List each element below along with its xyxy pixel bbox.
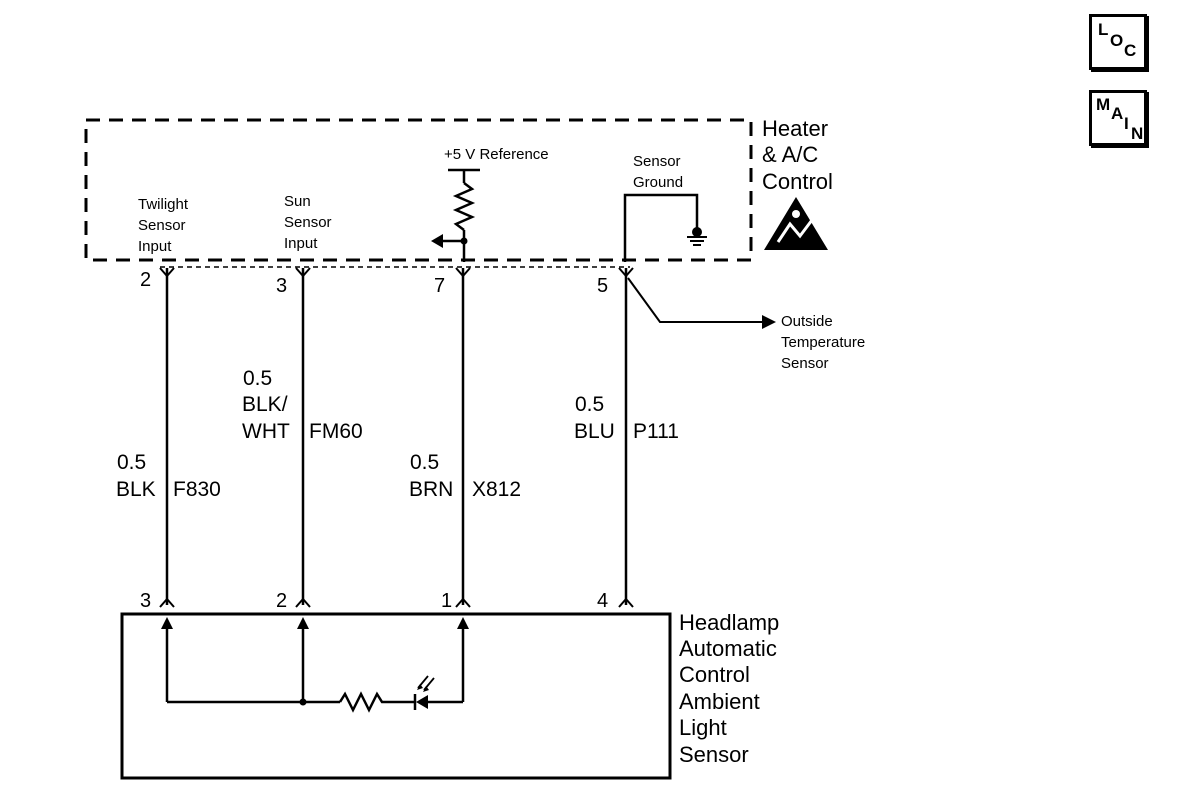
- sensor-ground-wire: [623, 193, 699, 262]
- twilight-sensor-input-line-2: Sensor: [138, 217, 186, 234]
- outside-temp-line-2: Temperature: [781, 334, 865, 351]
- sensor-title-line-5: Light: [679, 715, 727, 740]
- wire-size-f830: 0.5: [117, 451, 146, 474]
- wire-size-fm60: 0.5: [243, 367, 272, 390]
- sensor-ground-line-1: Sensor: [633, 153, 681, 170]
- sun-sensor-input-line-3: Input: [284, 235, 318, 252]
- main-letter-a: A: [1111, 104, 1124, 123]
- bottom-pin-p111: 4: [597, 590, 608, 612]
- sensor-title-line-1: Headlamp: [679, 610, 779, 635]
- top-pin-x812: 7: [434, 275, 445, 297]
- outside-temp-line-3: Sensor: [781, 355, 829, 372]
- hvac-control-module: Heater & A/C Control Twilight Sensor Inp…: [84, 116, 833, 268]
- wire-color-fm60-line-1: BLK/: [242, 393, 288, 416]
- circuit-number-p111: P111: [633, 420, 679, 443]
- wire-size-x812: 0.5: [410, 451, 439, 474]
- reference-junction-dot: [460, 237, 468, 245]
- sensor-ground-line-2: Ground: [633, 174, 683, 191]
- bottom-pin-x812: 1: [441, 590, 452, 612]
- sensor-junction-dot: [299, 698, 307, 706]
- bottom-connector-terminals: [159, 597, 634, 608]
- wire-color-p111: BLU: [574, 420, 615, 443]
- ambient-light-sensor-module: Headlamp Automatic Control Ambient Light…: [120, 610, 779, 780]
- wire-size-p111: 0.5: [575, 393, 604, 416]
- reference-resistor-icon: [440, 168, 480, 262]
- wire-color-x812: BRN: [409, 478, 453, 501]
- ground-symbol-icon: [687, 227, 707, 246]
- loc-letter-c: C: [1124, 41, 1137, 60]
- loc-letter-l: L: [1098, 20, 1109, 39]
- sensor-title-line-3: Control: [679, 662, 750, 687]
- sensor-input-arrows: [161, 617, 469, 629]
- hvac-title-line-2: & A/C: [762, 142, 818, 167]
- circuit-number-x812: X812: [472, 478, 521, 501]
- outside-temp-arrow-icon: [762, 315, 776, 329]
- sensor-module-border: [120, 612, 672, 780]
- top-pin-fm60: 3: [276, 275, 287, 297]
- sensor-title-line-4: Ambient: [679, 689, 760, 714]
- hvac-title-line-1: Heater: [762, 116, 828, 141]
- outside-temp-line-1: Outside: [781, 313, 833, 330]
- twilight-sensor-input-line-3: Input: [138, 238, 172, 255]
- harness-wires: [165, 268, 628, 605]
- circuit-number-fm60: FM60: [309, 420, 363, 443]
- sensor-title-line-6: Sensor: [679, 742, 749, 767]
- main-button[interactable]: M A I N: [1089, 90, 1147, 146]
- sensor-internal-wiring: [165, 628, 465, 704]
- sun-sensor-input-line-2: Sensor: [284, 214, 332, 231]
- main-letter-i: I: [1124, 114, 1129, 133]
- hvac-title-line-3: Control: [762, 169, 833, 194]
- reference-arrow-icon: [431, 234, 443, 248]
- twilight-sensor-input-line-1: Twilight: [138, 196, 189, 213]
- outside-temp-branch: [627, 277, 764, 323]
- top-connector-terminals: [159, 267, 634, 278]
- top-pin-f830: 2: [140, 269, 151, 291]
- bottom-pin-fm60: 2: [276, 590, 287, 612]
- reference-voltage-label: +5 V Reference: [444, 146, 549, 163]
- main-letter-m: M: [1096, 95, 1111, 114]
- esd-warning-icon: [764, 197, 828, 250]
- circuit-number-f830: F830: [173, 478, 221, 501]
- sun-sensor-input-line-1: Sun: [284, 193, 311, 210]
- sensor-resistor-icon: [338, 691, 386, 713]
- main-letter-n: N: [1131, 124, 1144, 143]
- loc-button[interactable]: L O C: [1089, 14, 1147, 70]
- loc-letter-o: O: [1110, 31, 1124, 50]
- top-pin-p111: 5: [597, 275, 608, 297]
- photodiode-icon: [413, 675, 435, 710]
- wire-color-fm60-line-2: WHT: [242, 420, 290, 443]
- sensor-title-line-2: Automatic: [679, 636, 777, 661]
- hvac-module-border: [84, 118, 753, 262]
- wire-color-f830: BLK: [116, 478, 156, 501]
- bottom-pin-f830: 3: [140, 590, 151, 612]
